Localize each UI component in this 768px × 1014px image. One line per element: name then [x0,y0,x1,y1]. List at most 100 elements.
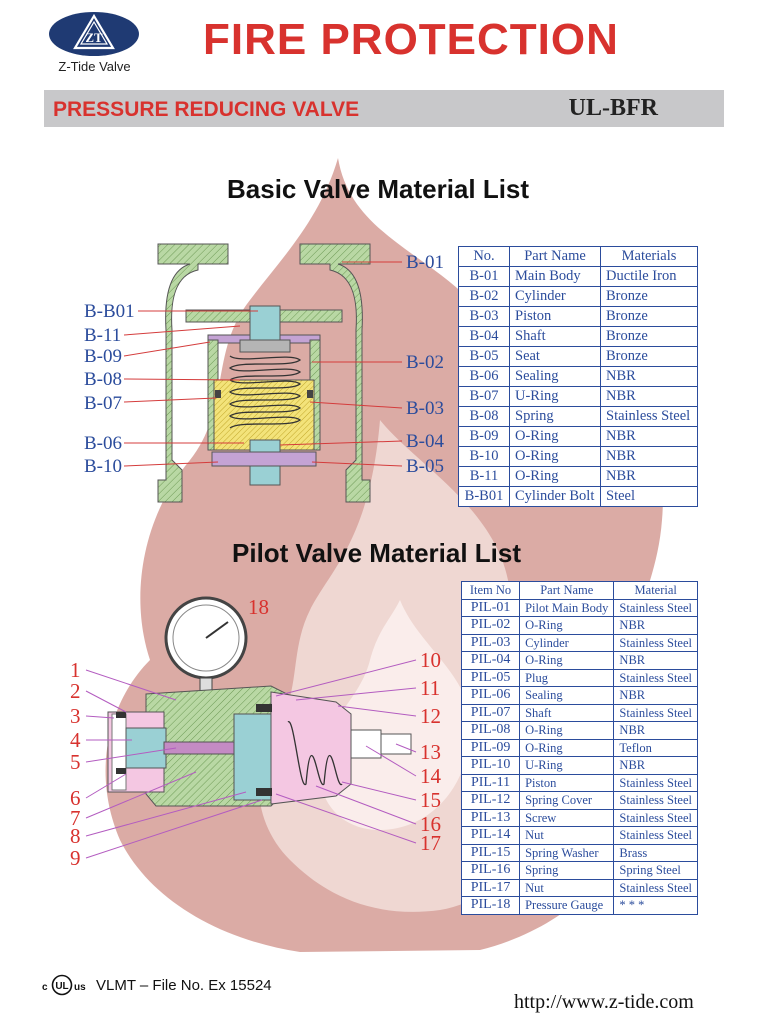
callout-18: 18 [248,596,269,619]
callout-8: 8 [70,824,81,848]
item-number-cell: B-07 [458,386,510,407]
part-name-cell: Spring [519,861,615,880]
material-cell: Stainless Steel [613,808,698,827]
material-cell: Stainless Steel [613,598,698,617]
material-cell: NBR [613,756,698,775]
callout-B-06: B-06 [84,433,122,454]
part-name-cell: O-Ring [519,721,615,740]
item-number-cell: PIL-08 [460,721,521,740]
table-header-row: Item No Part Name Material [460,581,698,600]
material-cell: Stainless Steel [600,406,698,427]
item-number-cell: B-05 [458,346,510,367]
part-name-cell: Piston [509,306,601,327]
item-number-cell: B-09 [458,426,510,447]
callout-B-04: B-04 [406,431,445,452]
material-cell: NBR [613,686,698,705]
item-number-cell: PIL-14 [460,826,521,845]
material-cell: NBR [600,366,698,387]
callout-13: 13 [420,740,441,764]
callout-1: 1 [70,658,81,682]
callout-14: 14 [420,764,442,788]
brand-logo: ZT Z-Tide Valve [42,12,147,74]
item-number-cell: PIL-07 [460,703,521,722]
part-name-cell: Sealing [509,366,601,387]
callout-15: 15 [420,788,441,812]
item-number-cell: B-08 [458,406,510,427]
part-name-cell: Sealing [519,686,615,705]
item-number-cell: B-10 [458,446,510,467]
model-number: UL-BFR [568,95,658,121]
cert-file-number: VLMT – File No. Ex 15524 [96,976,272,994]
callout-4: 4 [70,728,81,752]
item-number-cell: B-11 [458,466,510,487]
callout-B-03: B-03 [406,398,444,419]
material-cell: NBR [613,721,698,740]
part-name-cell: O-Ring [509,466,601,487]
material-cell: Stainless Steel [613,703,698,722]
part-name-cell: Seat [509,346,601,367]
material-cell: Bronze [600,306,698,327]
part-name-cell: O-Ring [519,651,615,670]
item-number-cell: PIL-15 [460,843,521,862]
material-cell: Bronze [600,286,698,307]
part-name-cell: O-Ring [519,738,615,757]
part-name-cell: Plug [519,668,615,687]
material-cell: NBR [600,466,698,487]
callout-12: 12 [420,704,441,728]
callout-10: 10 [420,648,441,672]
item-number-cell: PIL-03 [460,633,521,652]
part-name-cell: Spring Washer [519,843,615,862]
item-number-cell: PIL-16 [460,861,521,880]
part-name-cell: Cylinder Bolt [509,486,601,507]
item-number-cell: PIL-02 [460,616,521,635]
item-number-cell: PIL-09 [460,738,521,757]
item-number-cell: PIL-10 [460,756,521,775]
item-number-cell: PIL-11 [460,773,521,792]
material-cell: Ductile Iron [600,266,698,287]
part-name-cell: O-Ring [509,446,601,467]
part-name-cell: Shaft [509,326,601,347]
item-number-cell: PIL-05 [460,668,521,687]
material-cell: NBR [613,616,698,635]
item-number-cell: B-03 [458,306,510,327]
material-cell: Bronze [600,326,698,347]
subtitle-bar: PRESSURE REDUCING VALVE UL-BFR [44,90,724,127]
material-cell: Bronze [600,346,698,367]
material-cell: NBR [613,651,698,670]
callout-B-11: B-11 [84,325,121,346]
callout-B-05: B-05 [406,456,444,477]
svg-text:us: us [74,982,86,993]
svg-text:UL: UL [55,981,68,992]
brand-name: Z-Tide Valve [58,59,131,74]
ul-certification: c UL us VLMT – File No. Ex 15524 [42,974,272,996]
callout-3: 3 [70,704,81,728]
material-cell: Brass [613,843,698,862]
item-number-cell: PIL-17 [460,878,521,897]
callout-9: 9 [70,846,81,870]
material-cell: Spring Steel [613,861,698,880]
part-name-cell: U-Ring [509,386,601,407]
callout-B-B01: B-B01 [84,301,135,322]
item-number-cell: PIL-01 [460,598,521,617]
callout-2: 2 [70,679,81,703]
material-cell: NBR [600,386,698,407]
callout-11: 11 [420,676,440,700]
callout-B-02: B-02 [406,352,444,373]
callout-B-09: B-09 [84,346,122,367]
col-header-no: No. [458,246,510,267]
